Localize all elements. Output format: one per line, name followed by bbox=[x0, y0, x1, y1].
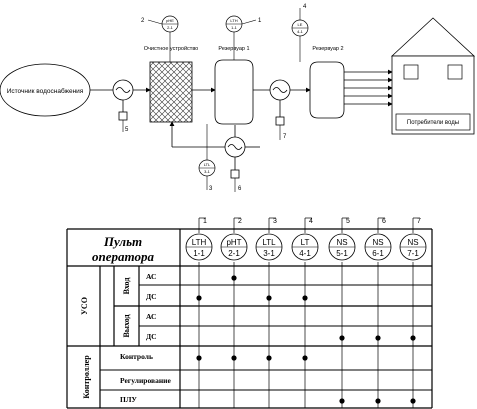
cleaner-label: Очистное устройство bbox=[144, 45, 199, 52]
panel-row-3: АС bbox=[146, 312, 156, 321]
pump-3-line: 7 bbox=[283, 134, 287, 140]
lth-line: 1 bbox=[258, 18, 262, 24]
uso-label: УСО bbox=[80, 297, 89, 315]
ltl-tag: LTL bbox=[204, 162, 211, 167]
panel-row-6: Регулирование bbox=[120, 376, 171, 385]
ph-tag: pHE bbox=[166, 18, 174, 23]
lth-tag: LTH bbox=[230, 18, 237, 23]
column-number: 6 bbox=[382, 218, 386, 225]
main-pipeline bbox=[90, 87, 311, 148]
panel-row-7: ПЛУ bbox=[120, 395, 416, 404]
pump-2: 6 bbox=[224, 136, 246, 192]
signal-dot bbox=[339, 398, 345, 404]
panel-title-line1: Пульт bbox=[103, 234, 142, 249]
consumers-label: Потребители воды bbox=[407, 120, 459, 126]
instrument-le: LE 4-1 4 bbox=[291, 4, 309, 62]
panel-title-line2: оператора bbox=[92, 249, 154, 264]
panel-row-5: Контроль bbox=[120, 352, 308, 361]
signal-dot bbox=[231, 275, 237, 281]
signal-dot bbox=[410, 398, 416, 404]
panel-row-2: ДС bbox=[146, 292, 308, 301]
source-label: Источник водоснабжения bbox=[7, 87, 84, 95]
signal-dot bbox=[302, 355, 308, 361]
instrument-tag: NS bbox=[336, 238, 347, 247]
instrument-id: 4-1 bbox=[299, 249, 311, 258]
instrument-ph: pHE 2-1 2 bbox=[141, 15, 179, 62]
instrument-tag: NS bbox=[407, 238, 418, 247]
row-label: ПЛУ bbox=[120, 395, 137, 404]
signal-dot bbox=[266, 355, 272, 361]
controller-label: Контроллер bbox=[82, 355, 91, 399]
column-number: 1 bbox=[203, 218, 207, 225]
instrument-ltl: LTL 3-1 3 bbox=[198, 124, 216, 192]
signal-dot bbox=[302, 295, 308, 301]
column-number: 5 bbox=[346, 218, 350, 225]
ph-line: 2 bbox=[141, 18, 145, 24]
instrument-tag: LTH bbox=[192, 238, 207, 247]
panel-column-7: 7NS 7-1 bbox=[399, 217, 427, 408]
cleaning-device: Очистное устройство bbox=[144, 45, 199, 123]
signal-dot bbox=[375, 335, 381, 341]
signal-dot bbox=[266, 295, 272, 301]
tank-2: Резервуар 2 bbox=[309, 46, 345, 119]
signal-dot bbox=[196, 295, 202, 301]
column-number: 4 bbox=[309, 218, 313, 225]
instrument-lth: LTH 1-1 1 bbox=[225, 15, 262, 60]
row-label: АС bbox=[146, 272, 156, 281]
column-number: 7 bbox=[417, 218, 421, 225]
row-label: Регулирование bbox=[120, 376, 171, 385]
pump-2-line: 6 bbox=[238, 186, 242, 192]
pump-1-line: 5 bbox=[125, 127, 129, 133]
panel-column-2: 2 pHT 2-1 bbox=[220, 217, 248, 408]
row-label: ДС bbox=[146, 332, 157, 341]
pump-1: 5 bbox=[112, 79, 134, 133]
panel-column-6: 6NS 6-1 bbox=[364, 217, 392, 408]
panel-column-5: 5NS 5-1 bbox=[328, 217, 356, 408]
instrument-tag: LTL bbox=[262, 238, 276, 247]
row-label: АС bbox=[146, 312, 156, 321]
operator-panel-table: Пульт оператора УСО Вход Выход Контролле… bbox=[66, 217, 433, 409]
signal-dot bbox=[339, 335, 345, 341]
instrument-tag: NS bbox=[372, 238, 383, 247]
instrument-id: 1-1 bbox=[193, 249, 205, 258]
panel-row-1: АС bbox=[146, 272, 237, 281]
ltl-num: 3-1 bbox=[204, 169, 211, 174]
instrument-tag: pHT bbox=[226, 238, 241, 247]
instrument-id: 7-1 bbox=[407, 249, 419, 258]
le-num: 4-1 bbox=[297, 29, 304, 34]
signal-dot bbox=[196, 355, 202, 361]
water-source: Источник водоснабжения bbox=[0, 63, 91, 117]
consumer-house: Потребители воды bbox=[390, 17, 476, 135]
ph-num: 2-1 bbox=[167, 25, 174, 30]
instrument-id: 3-1 bbox=[263, 249, 275, 258]
signal-dot bbox=[375, 398, 381, 404]
le-tag: LE bbox=[298, 22, 303, 27]
input-label: Вход bbox=[122, 278, 131, 295]
instrument-tag: LT bbox=[301, 238, 310, 247]
ltl-line: 3 bbox=[209, 186, 213, 192]
instrument-id: 5-1 bbox=[336, 249, 348, 258]
consumer-pipes bbox=[344, 69, 393, 107]
column-number: 3 bbox=[273, 218, 277, 225]
column-number: 2 bbox=[238, 218, 242, 225]
instrument-id: 2-1 bbox=[228, 249, 240, 258]
signal-dot bbox=[231, 355, 237, 361]
pump-3: 7 bbox=[269, 79, 291, 140]
tank-2-label: Резервуар 2 bbox=[312, 46, 343, 52]
le-line: 4 bbox=[303, 4, 307, 10]
row-label: ДС bbox=[146, 292, 157, 301]
lth-num: 1-1 bbox=[231, 25, 238, 30]
row-label: Контроль bbox=[120, 352, 153, 361]
panel-row-4: ДС bbox=[146, 332, 416, 341]
instrument-id: 6-1 bbox=[372, 249, 384, 258]
signal-dot bbox=[410, 335, 416, 341]
output-label: Выход bbox=[122, 314, 131, 337]
panel-column-4: 4LT 4-1 bbox=[291, 217, 319, 408]
